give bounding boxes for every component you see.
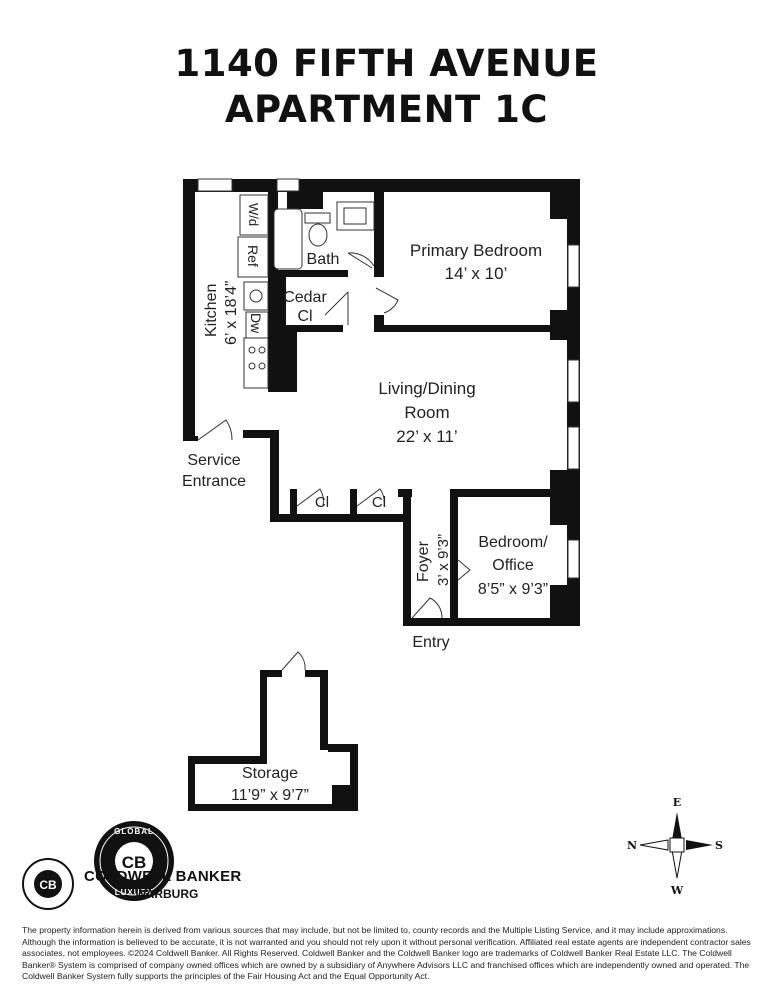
service-entrance-label-2: Entrance [182,473,246,490]
primary-bedroom-label: Primary Bedroom [410,241,542,260]
dishwasher-label: Dw [248,313,264,334]
foyer-size: 3’ x 9’3” [435,534,452,586]
closet-1-label: Cl [315,494,329,511]
primary-bedroom-size: 14’ x 10’ [445,264,508,283]
seal-small-letters: CB [39,878,57,892]
toilet [308,223,328,247]
seal-top-text: GLOBAL [114,827,154,836]
apartment-title: APARTMENT 1C [224,88,549,131]
compass-east: E [673,796,681,809]
compass-west: W [670,884,684,897]
storage-label: Storage [242,765,298,782]
legal-disclaimer: The property information herein is deriv… [22,925,751,982]
windows [197,178,580,579]
foyer-label: Foyer [415,540,432,582]
bathtub [273,208,303,270]
bath-label: Bath [307,251,340,268]
doors [197,252,471,671]
bedroom-label-1: Bedroom/ [478,534,548,551]
toilet-tank [304,212,331,224]
washer-dryer-label: W/d [246,203,261,226]
refrigerator-label: Ref [245,245,261,267]
cedar-closet-label-1: Cedar [283,289,327,306]
kitchen-fixtures [237,194,269,389]
entry-label: Entry [412,634,449,651]
seal-bottom-text: LUXURY [115,888,154,897]
stove [243,337,269,389]
storage-size: 11’9” x 9’7” [231,787,309,804]
kitchen-size: 6’ x 18’4” [223,281,240,345]
address-title: 1140 FIFTH AVENUE [174,42,599,85]
seal-large-letters: CB [122,853,147,872]
brand-name-line2: WARBURG [135,887,199,901]
closet-2-label: Cl [372,494,386,511]
bedroom-label-2: Office [492,557,534,574]
coldwell-banker-seal-large: CB GLOBAL LUXURY [94,821,174,901]
brand-name-line1: COLDWELL BANKER [84,868,242,885]
compass-south: S [715,839,723,852]
washer-dryer [239,194,269,236]
compass-rose: E W N S [627,796,723,897]
service-entrance-label-1: Service [187,452,240,469]
cedar-closet-label-2: Cl [297,308,312,325]
coldwell-banker-seal-small: CB [22,858,74,910]
kitchen-label: Kitchen [203,284,220,337]
refrigerator [237,236,269,278]
bedroom-size: 8’5” x 9’3” [478,581,548,598]
walls [183,179,580,811]
living-size: 22’ x 11’ [396,427,457,446]
bath-fixtures [273,201,375,270]
living-label-1: Living/Dining [378,379,475,398]
living-label-2: Room [404,403,449,422]
compass-north: N [627,839,637,852]
